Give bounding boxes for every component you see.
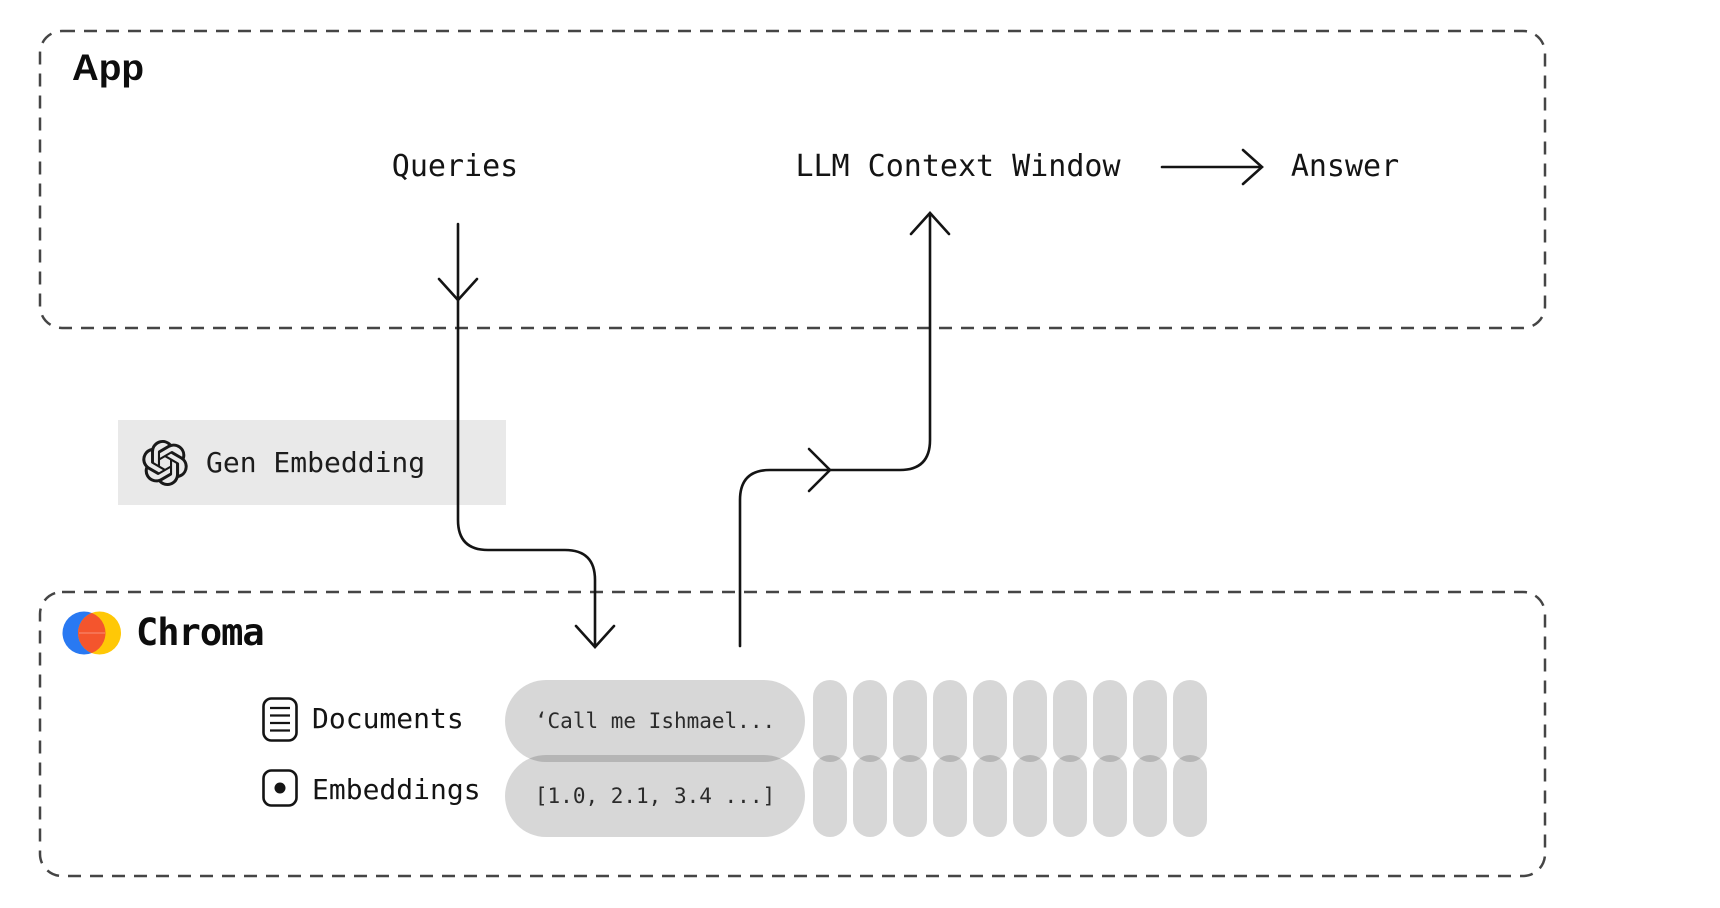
arrowhead-down-mid [437, 277, 479, 302]
vector-pill [1053, 680, 1087, 762]
vector-pill [1093, 680, 1127, 762]
vector-pill [1133, 680, 1167, 762]
vector-pill [933, 680, 967, 762]
vector-pill [813, 680, 847, 762]
arrowhead-right-mid [807, 447, 832, 493]
vector-pill [853, 680, 887, 762]
vector-pill [1173, 680, 1207, 762]
embeddings-value-pill: [1.0, 2.1, 3.4 ...] [505, 755, 805, 837]
chroma-box-title: Chroma [136, 611, 265, 654]
vector-pill [973, 680, 1007, 762]
vector-pill [893, 755, 927, 837]
chroma-logo-icon [61, 609, 123, 661]
arrowhead-up-context [909, 211, 951, 236]
documents-value-pill: ‘Call me Ishmael... [505, 680, 805, 762]
app-box-title: App [72, 47, 144, 88]
vector-pill [1093, 755, 1127, 837]
vector-pill [933, 755, 967, 837]
documents-vector-pills [813, 680, 1207, 762]
vector-pill [1173, 755, 1207, 837]
documents-label: Documents [312, 702, 464, 735]
openai-logo-icon [142, 439, 188, 486]
documents-to-context-arrow [738, 212, 932, 648]
vector-pill [813, 755, 847, 837]
documents-value: ‘Call me Ishmael... [534, 709, 776, 733]
vector-pill [1053, 755, 1087, 837]
embeddings-label: Embeddings [312, 773, 481, 806]
answer-label: Answer [1290, 149, 1400, 184]
vector-pill [1133, 755, 1167, 837]
vector-pill [853, 755, 887, 837]
gen-embedding-label: Gen Embedding [206, 446, 426, 479]
vector-pill [1013, 680, 1047, 762]
embeddings-vector-pills [813, 755, 1207, 837]
vector-pill [1013, 755, 1047, 837]
arrowhead-right-answer [1241, 148, 1264, 186]
vector-pill [893, 680, 927, 762]
gen-embedding-pill: Gen Embedding [118, 420, 506, 505]
embeddings-value: [1.0, 2.1, 3.4 ...] [534, 784, 776, 808]
embedding-icon [262, 769, 298, 811]
arrowhead-down-documents [574, 624, 616, 649]
document-icon [262, 697, 298, 746]
llm-context-window-label: LLM Context Window [795, 149, 1121, 184]
queries-label: Queries [391, 149, 519, 184]
vector-pill [973, 755, 1007, 837]
